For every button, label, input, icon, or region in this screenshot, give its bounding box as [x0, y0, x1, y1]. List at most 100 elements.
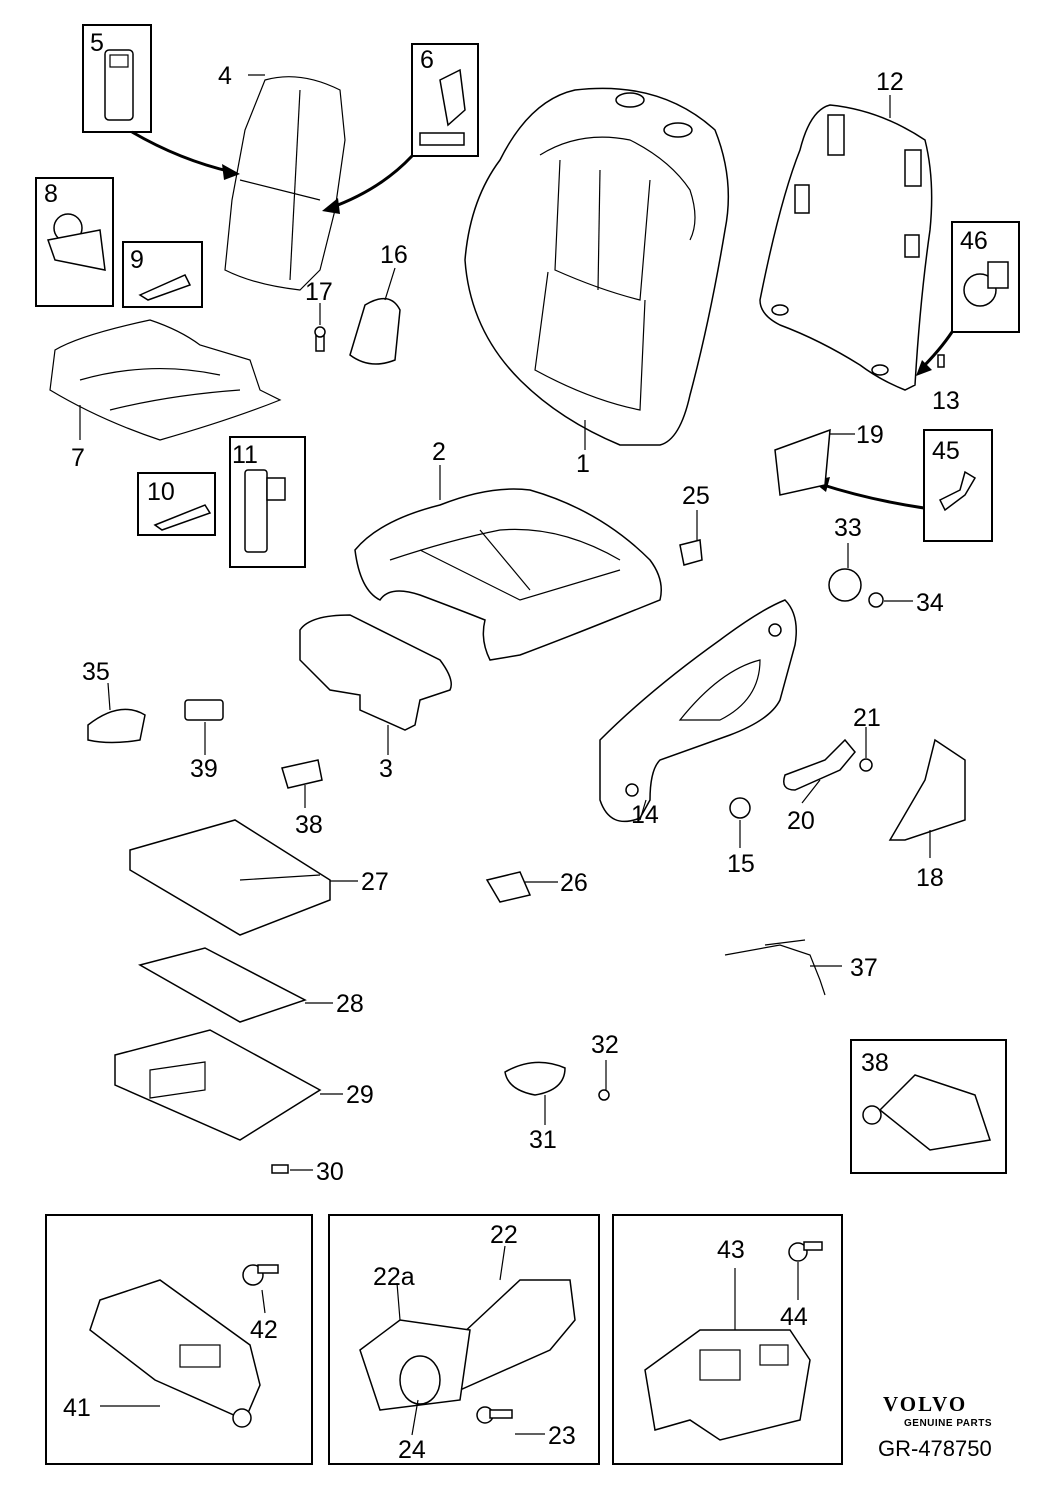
clip-part-25	[679, 539, 703, 566]
detail-box-41	[45, 1214, 313, 1465]
side-panel-part-14	[599, 599, 797, 823]
callout-label: 38	[295, 811, 323, 839]
callout-label: 2	[432, 438, 446, 466]
callout-label: 22a	[373, 1263, 415, 1291]
clip-part-26	[485, 871, 532, 903]
callout-label: 45	[932, 437, 960, 465]
diagram-reference-number: GR-478750	[878, 1436, 992, 1461]
cap-part-15	[729, 797, 751, 819]
control-module-part-41	[89, 1279, 261, 1428]
callout-label: 33	[834, 514, 862, 542]
connector-part-6	[419, 68, 466, 146]
heating-element-part-4	[224, 76, 346, 291]
connector-part-5	[104, 49, 134, 121]
nut-part-21	[859, 758, 873, 772]
callout-label: 42	[250, 1316, 278, 1344]
clip-part-9	[138, 274, 192, 301]
callout-label: 5	[90, 29, 104, 57]
switch-part-22	[359, 1279, 576, 1411]
detail-box-5	[82, 24, 152, 133]
callout-label: 39	[190, 755, 218, 783]
callout-label: 18	[916, 864, 944, 892]
backrest-part-1	[464, 87, 730, 446]
callout-label: 11	[232, 441, 258, 469]
callout-label: 12	[876, 68, 904, 96]
callout-label: 44	[780, 1303, 808, 1331]
callout-label: 17	[305, 278, 333, 306]
clip-part-45	[938, 470, 977, 512]
callout-label: 10	[147, 478, 175, 506]
detail-box-45	[923, 429, 993, 542]
clip-part-46	[963, 261, 1009, 307]
lever-part-20	[783, 738, 856, 791]
leader-lines	[79, 74, 931, 1436]
callout-label: 7	[71, 444, 85, 472]
callout-label: 30	[316, 1158, 344, 1186]
brand-wordmark: VOLVO	[883, 1392, 968, 1416]
callout-label: 32	[591, 1031, 619, 1059]
callout-label: 6	[420, 46, 434, 74]
callout-label: 22	[490, 1221, 518, 1249]
callout-label: 21	[853, 704, 881, 732]
connector-part-8	[47, 213, 106, 271]
detail-box-22	[328, 1214, 600, 1465]
clip-part-10	[153, 504, 212, 531]
callout-label: 28	[336, 990, 364, 1018]
callout-label: 27	[361, 868, 389, 896]
callout-label: 20	[787, 807, 815, 835]
callout-label: 29	[346, 1081, 374, 1109]
frame-part-27	[129, 819, 331, 936]
knob-part-33	[828, 568, 862, 602]
callout-label: 31	[529, 1126, 557, 1154]
callout-label: 19	[856, 421, 884, 449]
callout-label: 34	[916, 589, 944, 617]
trim-part-16	[349, 297, 401, 365]
wire-part-37	[724, 939, 826, 996]
screw-part-42	[242, 1264, 279, 1286]
callout-label: 25	[682, 482, 710, 510]
callout-label: 41	[63, 1394, 91, 1422]
cushion-part-2	[354, 488, 662, 661]
nut-part-32	[598, 1089, 610, 1101]
rear-panel-part-12	[759, 104, 933, 391]
callout-label: 15	[727, 850, 755, 878]
callout-label: 8	[44, 180, 58, 208]
tray-part-29	[114, 1029, 322, 1141]
callout-label: 3	[379, 755, 393, 783]
cap-part-34	[868, 592, 884, 608]
callout-label: 23	[548, 1422, 576, 1450]
callout-label: 35	[82, 658, 110, 686]
detail-box-43	[612, 1214, 843, 1465]
detail-box-9	[122, 241, 203, 308]
holder-part-38	[281, 759, 323, 789]
callout-label: 4	[218, 62, 232, 90]
brand-subtitle: GENUINE PARTS	[904, 1418, 992, 1429]
callout-label: 26	[560, 869, 588, 897]
detail-box-8	[35, 177, 114, 307]
detail-box-10	[137, 472, 216, 536]
detail-box-38	[850, 1039, 1007, 1174]
screw-part-23	[476, 1406, 513, 1424]
detail-box-6	[411, 43, 479, 157]
detail-box-46	[951, 221, 1020, 333]
connector-part-11	[244, 469, 286, 553]
callout-label: 1	[576, 450, 590, 478]
callout-label: 24	[398, 1436, 426, 1464]
screw-part-30	[271, 1164, 289, 1174]
screw-part-13	[937, 354, 945, 368]
control-module-part-43	[644, 1329, 811, 1441]
callout-label: 14	[631, 801, 659, 829]
cover-part-18	[888, 738, 966, 841]
holder-part-38-detail	[862, 1074, 991, 1151]
knob-part-31	[504, 1061, 566, 1096]
callout-label: 9	[130, 246, 144, 274]
callout-label: 38	[861, 1049, 889, 1077]
pad-part-3	[299, 614, 452, 731]
heating-element-part-7	[49, 319, 282, 441]
bracket-part-19	[774, 428, 831, 496]
detail-box-11	[229, 436, 306, 568]
clip-part-39	[184, 699, 224, 721]
callout-label: 16	[380, 241, 408, 269]
